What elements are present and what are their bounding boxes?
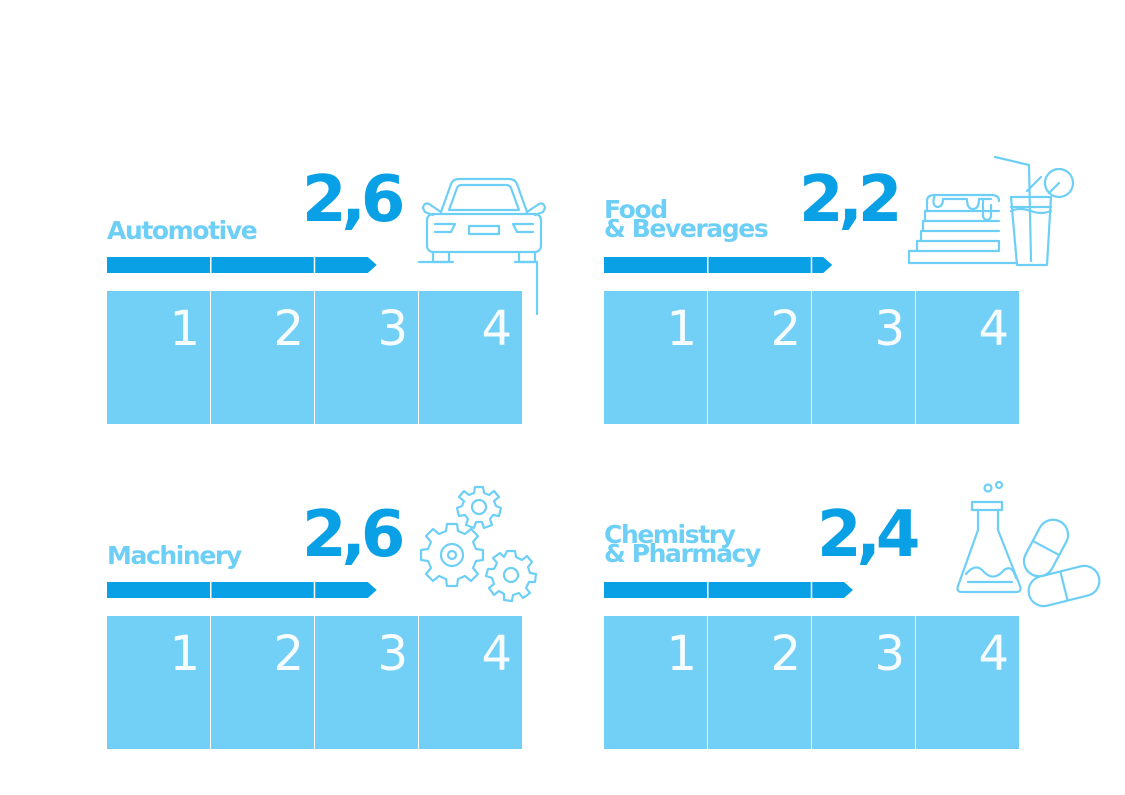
panel-machinery: Machinery 2,6 1 2 3 4 <box>107 485 627 785</box>
scale-label: 3 <box>874 301 905 357</box>
scale-cell: 4 <box>915 291 1019 424</box>
scale-grid: 1 2 3 4 <box>604 616 1019 749</box>
scale-label: 2 <box>273 626 304 682</box>
scale-label: 3 <box>874 626 905 682</box>
category-label: Machinery <box>107 541 242 570</box>
value-bar-fill <box>604 257 833 273</box>
category-label: Automotive <box>107 216 258 245</box>
value-bar <box>604 257 833 273</box>
scale-cell: 4 <box>418 616 522 749</box>
scale-label: 1 <box>169 301 200 357</box>
scale-cell: 2 <box>707 291 811 424</box>
scale-label: 4 <box>978 301 1009 357</box>
value-bar-fill <box>107 257 377 273</box>
scale-label: 1 <box>666 301 697 357</box>
scale-cell: 2 <box>210 291 314 424</box>
value-bar <box>604 582 853 598</box>
scale-cell: 4 <box>418 291 522 424</box>
scale-cell: 1 <box>107 616 210 749</box>
scale-label: 3 <box>377 301 408 357</box>
category-label: Food & Beverages <box>604 195 769 243</box>
scale-cell: 1 <box>604 616 707 749</box>
panel-food-beverages: Food & Beverages 2,2 1 2 3 4 <box>604 155 1124 460</box>
value-label: 2,6 <box>302 163 405 237</box>
scale-cell: 1 <box>604 291 707 424</box>
scale-label: 3 <box>377 626 408 682</box>
scale-cell: 3 <box>314 616 418 749</box>
scale-label: 4 <box>481 301 512 357</box>
panel-chemistry-pharmacy: Chemistry & Pharmacy 2,4 1 2 3 4 <box>604 480 1124 785</box>
car-icon <box>417 174 549 319</box>
scale-cell: 3 <box>811 291 915 424</box>
value-bar <box>107 582 377 598</box>
value-label: 2,4 <box>817 498 920 572</box>
scale-cell: 2 <box>707 616 811 749</box>
value-bar-fill <box>604 582 853 598</box>
value-label: 2,2 <box>799 163 902 237</box>
panel-automotive: Automotive 2,6 1 2 3 4 <box>107 160 627 460</box>
scale-label: 1 <box>169 626 200 682</box>
scale-cell: 4 <box>915 616 1019 749</box>
scale-label: 2 <box>770 301 801 357</box>
pancakes-drink-icon <box>907 155 1075 275</box>
scale-label: 2 <box>770 626 801 682</box>
scale-label: 1 <box>666 626 697 682</box>
scale-label: 2 <box>273 301 304 357</box>
scale-grid: 1 2 3 4 <box>107 616 522 749</box>
value-bar-fill <box>107 582 377 598</box>
category-label: Chemistry & Pharmacy <box>604 520 761 568</box>
value-bar <box>107 257 377 273</box>
scale-cell: 3 <box>811 616 915 749</box>
flask-pills-icon <box>954 480 1104 608</box>
value-label: 2,6 <box>302 498 405 572</box>
scale-cell: 3 <box>314 291 418 424</box>
gears-icon <box>419 483 538 603</box>
scale-label: 4 <box>481 626 512 682</box>
scale-grid: 1 2 3 4 <box>107 291 522 424</box>
scale-cell: 1 <box>107 291 210 424</box>
scale-label: 4 <box>978 626 1009 682</box>
scale-grid: 1 2 3 4 <box>604 291 1019 424</box>
scale-cell: 2 <box>210 616 314 749</box>
